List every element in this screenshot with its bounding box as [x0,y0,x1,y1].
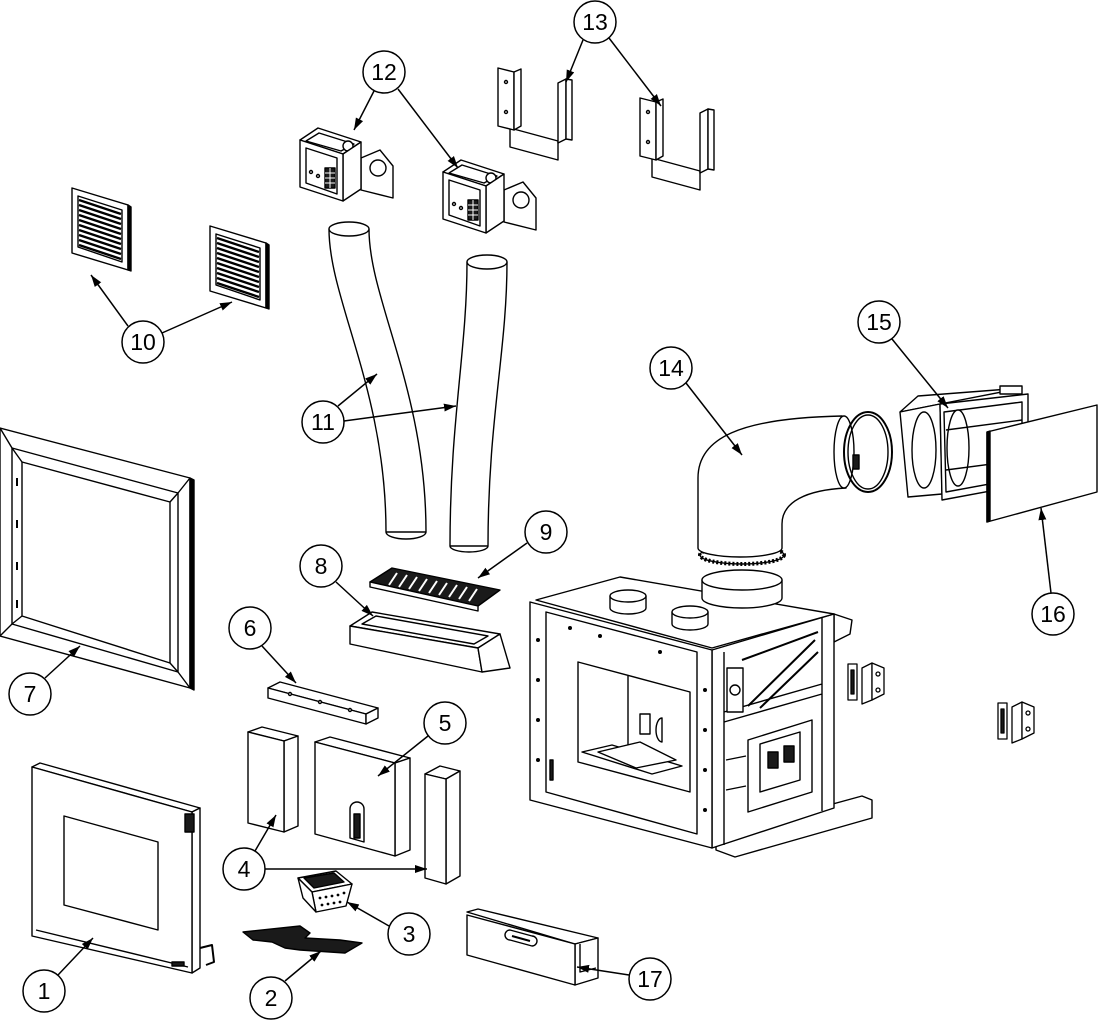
callout-3: 3 [346,901,431,956]
leader-line [685,382,743,456]
callout-7: 7 [8,645,81,716]
leader-line [57,937,94,976]
leader-line [161,301,233,334]
callout-label: 10 [130,329,156,355]
leader-line [90,274,129,327]
leader-line [477,542,528,579]
part-stove-body [529,569,873,858]
leader-line [284,950,322,982]
callout-label: 11 [311,409,335,435]
callout-label: 4 [238,856,251,882]
part-cover-plate [986,404,1098,523]
callout-label: 8 [315,553,328,579]
leader-line [254,814,277,852]
leader-line [343,403,457,422]
part-side-brick-left [247,726,299,833]
part-tube-left [328,221,427,540]
part-side-brick-right [424,765,461,885]
leader-line [261,645,297,684]
leader-line [576,964,630,976]
callout-13: 13 [565,0,662,107]
callout-8: 8 [299,544,374,617]
leader-line [377,735,429,777]
callout-label: 3 [403,921,416,947]
callout-1: 1 [22,937,94,1013]
callout-6: 6 [228,606,297,684]
part-surround-frame [0,427,195,691]
part-clamp-ring [843,411,893,493]
callout-label: 5 [439,710,452,736]
callout-label: 9 [540,519,553,545]
callout-label: 7 [24,681,37,707]
part-burn-pot [297,870,353,913]
leader-line [353,90,375,131]
callouts: 1 2 3 4 5 6 7 [8,0,1075,1020]
part-back-brick [314,736,411,857]
callout-label: 15 [866,309,892,335]
leader-line [44,645,81,679]
callout-label: 2 [265,985,278,1011]
part-tube-right [449,254,508,553]
callout-label: 17 [637,966,663,992]
callout-12: 12 [353,50,459,169]
callout-2: 2 [249,950,322,1020]
part-ribbed-baffle [369,567,501,612]
part-ash-drawer [466,908,599,986]
leader-line [565,39,584,83]
callout-10: 10 [90,274,233,364]
callout-4: 4 [222,814,427,891]
callout-label: 14 [658,355,684,381]
part-angle-bracket [267,681,379,725]
callout-label: 1 [38,978,51,1004]
part-tray [349,611,511,673]
part-glass-door [31,762,215,974]
leader-line [397,88,459,169]
callout-15: 15 [857,300,949,409]
callout-label: 12 [371,59,397,85]
callout-9: 9 [477,510,568,579]
leader-line [335,581,374,617]
callout-5: 5 [377,701,467,777]
callout-label: 13 [582,9,608,35]
leader-line [891,338,949,409]
leader-line [337,373,378,407]
callout-14: 14 [649,346,743,456]
callout-label: 6 [244,615,257,641]
callout-16: 16 [1031,507,1075,636]
leader-line [346,901,390,927]
callout-11: 11 [301,373,457,444]
leader-line [1038,507,1052,594]
callout-17: 17 [576,957,672,1001]
leader-line [608,37,662,107]
part-ash-plate [242,925,363,954]
callout-label: 16 [1040,601,1066,627]
